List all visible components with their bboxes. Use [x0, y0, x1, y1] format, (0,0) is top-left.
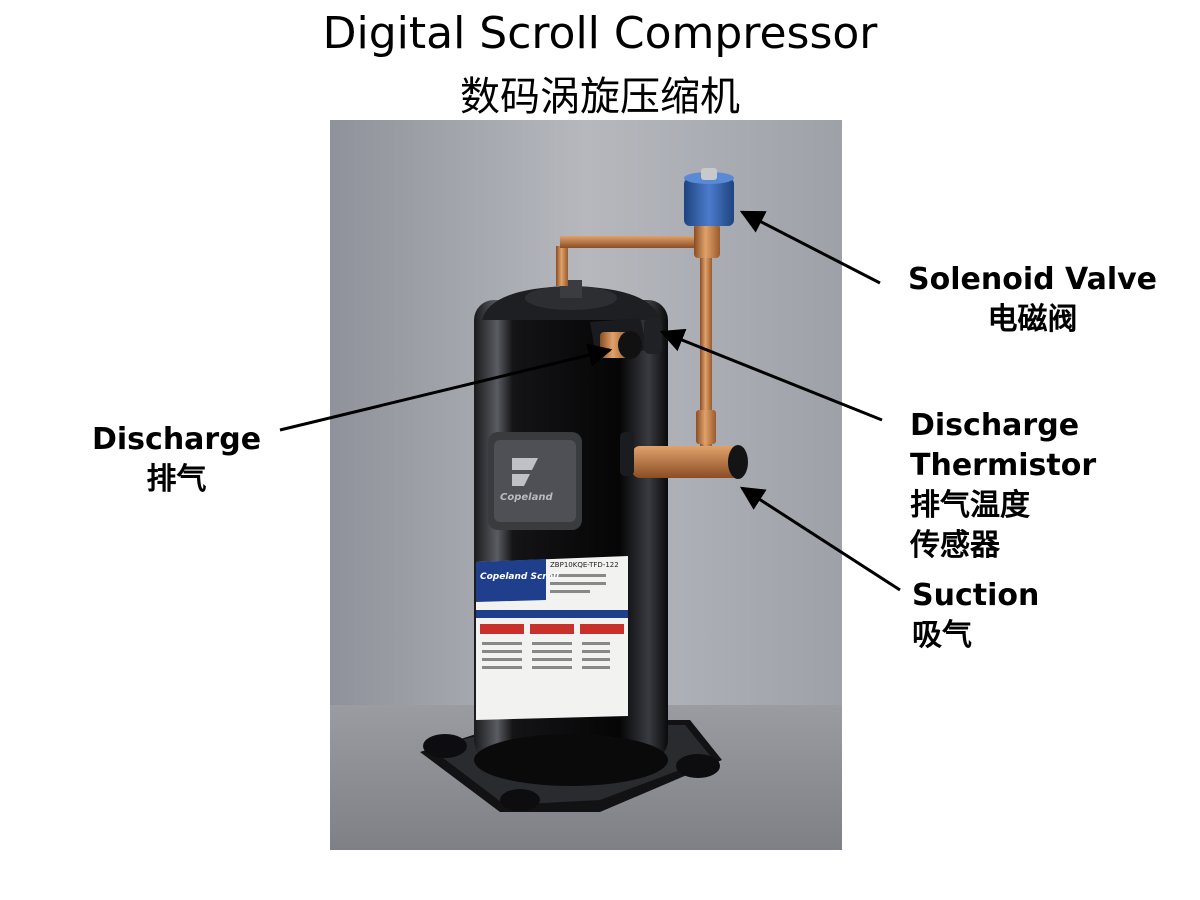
leader-arrows	[279, 210, 901, 592]
label-discharge-en: Discharge	[92, 422, 262, 457]
arrow-discharge	[279, 343, 613, 432]
arrow-solenoid-valve	[739, 210, 881, 285]
nameplate	[476, 556, 628, 720]
label-solenoid-valve: Solenoid Valve 电磁阀	[908, 260, 1157, 340]
label-discharge-thermistor-en2: Thermistor	[910, 448, 1097, 483]
label-discharge-zh: 排气	[146, 462, 207, 497]
label-discharge: Discharge 排气	[92, 420, 261, 500]
suction-fitting	[620, 432, 748, 479]
terminal-box	[488, 432, 582, 530]
nameplate-model: ZBP10KQE-TFD-122	[550, 561, 619, 569]
label-solenoid-valve-en: Solenoid Valve	[908, 262, 1158, 297]
label-discharge-thermistor: Discharge Thermistor 排气温度 传感器	[910, 406, 1096, 566]
brand-logo-text: Copeland	[500, 492, 553, 503]
label-discharge-thermistor-zh2: 传感器	[910, 528, 1000, 563]
label-solenoid-valve-zh: 电磁阀	[987, 302, 1078, 337]
solenoid-valve	[684, 168, 734, 226]
title-chinese: 数码涡旋压缩机	[460, 74, 740, 120]
copper-tubing	[556, 224, 720, 456]
nameplate-brand: Copeland Scroll	[480, 572, 560, 582]
arrow-suction	[739, 486, 901, 592]
label-suction-en: Suction	[912, 578, 1040, 613]
arrow-discharge-thermistor	[659, 328, 883, 422]
label-discharge-thermistor-zh1: 排气温度	[910, 488, 1030, 523]
label-discharge-thermistor-en1: Discharge	[910, 408, 1080, 443]
label-suction-zh: 吸气	[912, 618, 972, 653]
label-suction: Suction 吸气	[912, 576, 1039, 656]
title-english: Digital Scroll Compressor	[322, 8, 878, 59]
